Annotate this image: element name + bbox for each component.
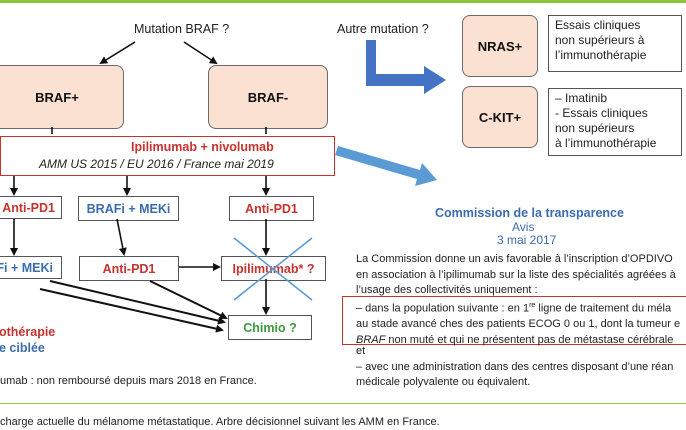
commission-line-part: non muté et qui ne présentent pas de mét…: [385, 333, 674, 346]
commission-boxed-condition: [342, 296, 686, 345]
brafi-meki-left-box: Fi + MEKi: [0, 256, 62, 279]
figure-caption: charge actuelle du mélanome métastatique…: [0, 416, 440, 428]
chimio-box: Chimio ?: [228, 315, 312, 340]
legend-immunotherapy: othérapie: [0, 325, 56, 339]
commission-line: en association à l’ipilimumab sur la lis…: [356, 268, 676, 281]
arrow-brafi-to-anti-pd1: [116, 218, 127, 256]
braf-italic: BRAF: [356, 333, 386, 346]
ckit-note-line: non supérieurs: [555, 121, 635, 135]
nras-note-line: l’immunothérapie: [555, 48, 647, 62]
braf-minus-node: BRAF-: [208, 65, 328, 129]
arrow-left-to-chimio-2: [39, 288, 224, 333]
arrow-to-braf-plus: [99, 41, 136, 65]
nras-note-line: Essais cliniques: [555, 18, 641, 32]
commission-boxed-text: – dans la population suivante : en 1re l…: [356, 298, 680, 348]
ipi-nivo-banner: Ipilimumab + nivolumab AMM US 2015 / EU …: [0, 136, 335, 176]
ckit-note: – Imatinib - Essais cliniques non supéri…: [548, 88, 682, 156]
arrow-to-braf-minus: [183, 41, 218, 65]
top-accent-line: [0, 0, 686, 3]
banner-title: Ipilimumab + nivolumab: [131, 140, 274, 154]
ckit-note-line: - Essais cliniques: [555, 106, 648, 120]
commission-line: BRAF non muté et qui ne présentent pas d…: [356, 333, 680, 349]
bottom-accent-line: [0, 403, 686, 404]
anti-pd1-middle-box: Anti-PD1: [79, 256, 179, 281]
commission-line-sup: re: [529, 302, 536, 309]
commission-line-part: ligne de traitement du méla: [535, 302, 672, 315]
nras-note-line: non supérieurs à: [555, 33, 645, 47]
autre-mutation-label: Autre mutation ?: [337, 22, 429, 36]
banner-subtitle: AMM US 2015 / EU 2016 / France mai 2019: [39, 157, 274, 171]
anti-pd1-right-box: Anti-PD1: [229, 196, 314, 221]
cross-line: [233, 237, 313, 301]
commission-paragraph-2: et – avec une administration dans des ce…: [356, 344, 673, 391]
mutation-braf-label: Mutation BRAF ?: [134, 22, 230, 36]
commission-avis: Avis: [512, 220, 535, 234]
commission-paragraph-1: La Commission donne un avis favorable à …: [356, 252, 676, 299]
commission-date: 3 mai 2017: [497, 233, 557, 247]
nras-note: Essais cliniques non supérieurs à l’immu…: [548, 15, 682, 72]
commission-line: médicale polyvalente ou équivalent.: [356, 376, 531, 388]
commission-line: – avec une administration dans des centr…: [356, 360, 674, 373]
nras-node: NRAS+: [462, 15, 538, 77]
light-blue-arrow: [335, 146, 437, 186]
footnote: umab : non remboursé depuis mars 2018 en…: [0, 375, 257, 387]
ckit-note-line: à l’immunothérapie: [555, 136, 657, 150]
commission-line-part: – dans la population suivante : en 1: [356, 302, 530, 315]
braf-plus-node: BRAF+: [0, 65, 124, 129]
arrow-middle-to-chimio: [149, 280, 228, 319]
commission-line: l’usage des collectivités uniquement :: [356, 284, 538, 296]
commission-line: et: [356, 345, 366, 357]
ckit-node: C-KIT+: [462, 86, 538, 148]
commission-line: La Commission donne un avis favorable à …: [356, 253, 673, 265]
commission-title: Commission de la transparence: [435, 206, 624, 220]
blue-l-arrow: [366, 40, 446, 94]
commission-line: au stade avancé ches des patients ECOG 0…: [356, 318, 681, 331]
commission-line: – dans la population suivante : en 1re l…: [356, 298, 680, 317]
ckit-note-line: – Imatinib: [555, 91, 608, 105]
arrow-left-to-chimio-1: [49, 280, 226, 325]
legend-targeted-therapy: e ciblée: [0, 341, 45, 355]
anti-pd1-left-box: Anti-PD1: [0, 196, 62, 219]
brafi-meki-box: BRAFi + MEKi: [78, 196, 179, 221]
